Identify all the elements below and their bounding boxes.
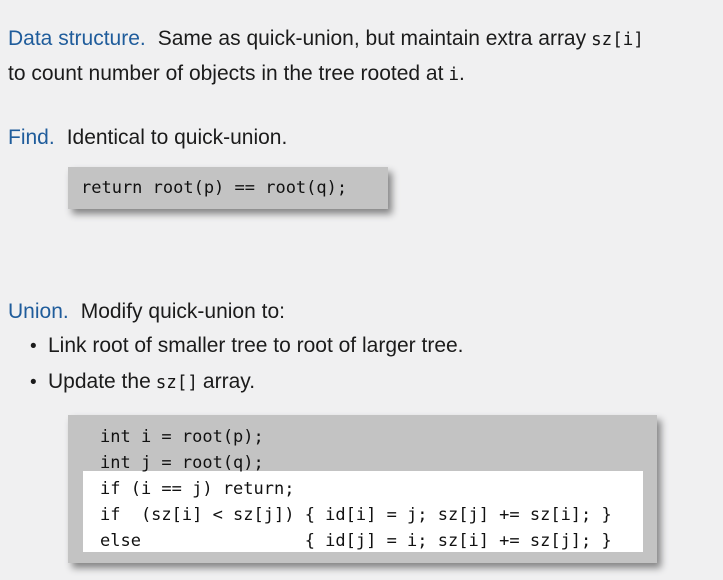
find-section: Find. Identical to quick-union. [8, 121, 719, 155]
union-bullet-list: • Link root of smaller tree to root of la… [30, 328, 464, 401]
code-line-4: if (sz[i] < sz[j]) { id[i] = j; sz[j] +=… [100, 505, 612, 525]
code-line-2: int j = root(q); [100, 453, 264, 473]
find-line: Find. Identical to quick-union. [8, 121, 719, 155]
data-structure-text2: to count number of objects in the tree r… [8, 62, 444, 85]
find-code: return root(p) == root(q); [81, 178, 348, 198]
code-line-3: if (i == j) return; [100, 479, 295, 499]
data-structure-period: . [458, 62, 465, 85]
bullet1-text: Link root of smaller tree to root of lar… [48, 334, 464, 357]
union-label: Union. [8, 300, 69, 323]
code-line-5: else { id[j] = i; sz[i] += sz[j]; } [100, 531, 612, 551]
inline-code-sz-i: sz[i] [591, 30, 644, 50]
union-section: Union. Modify quick-union to: [8, 295, 719, 329]
union-line: Union. Modify quick-union to: [8, 295, 719, 329]
data-structure-text1: Same as quick-union, but maintain extra … [157, 27, 587, 50]
bullet-icon: • [30, 372, 37, 393]
bullet-icon: • [30, 336, 37, 357]
find-label: Find. [8, 126, 55, 149]
data-structure-line1: Data structure. Same as quick-union, but … [8, 22, 719, 57]
code-line-1: int i = root(p); [100, 427, 264, 447]
inline-code-sz-array: sz[] [155, 373, 198, 393]
highlight-overlay [83, 471, 643, 552]
data-structure-line2: to count number of objects in the tree r… [8, 57, 719, 92]
union-text: Modify quick-union to: [80, 300, 285, 323]
data-structure-section: Data structure. Same as quick-union, but … [8, 22, 719, 92]
find-text: Identical to quick-union. [66, 126, 288, 149]
inline-code-i: i [448, 65, 459, 85]
find-code-box: return root(p) == root(q); [68, 167, 388, 209]
bullet2-text-before: Update the [48, 370, 151, 393]
union-code-box: int i = root(p); int j = root(q); if (i … [68, 415, 657, 563]
bullet-item-link-root: • Link root of smaller tree to root of la… [30, 328, 464, 364]
bullet2-text-after: array. [202, 370, 256, 393]
data-structure-label: Data structure. [8, 27, 146, 50]
